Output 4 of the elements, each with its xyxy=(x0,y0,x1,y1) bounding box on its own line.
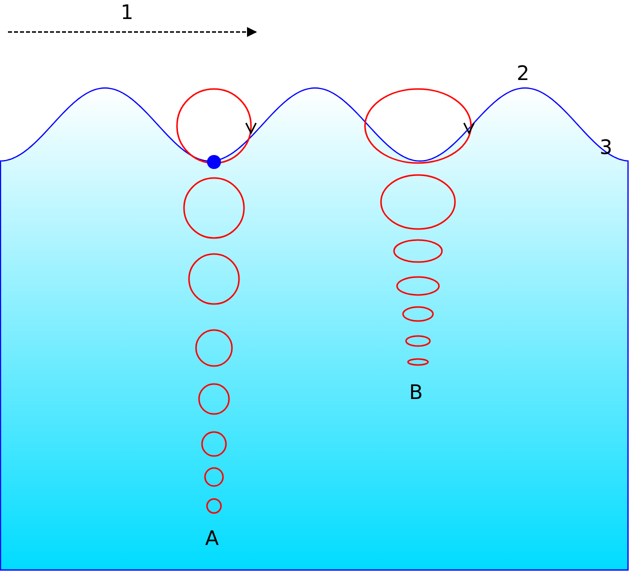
column-label: A xyxy=(205,527,219,549)
column-label: B xyxy=(409,381,423,403)
callout-number: 1 xyxy=(120,1,134,23)
callout-number: 2 xyxy=(516,62,530,84)
